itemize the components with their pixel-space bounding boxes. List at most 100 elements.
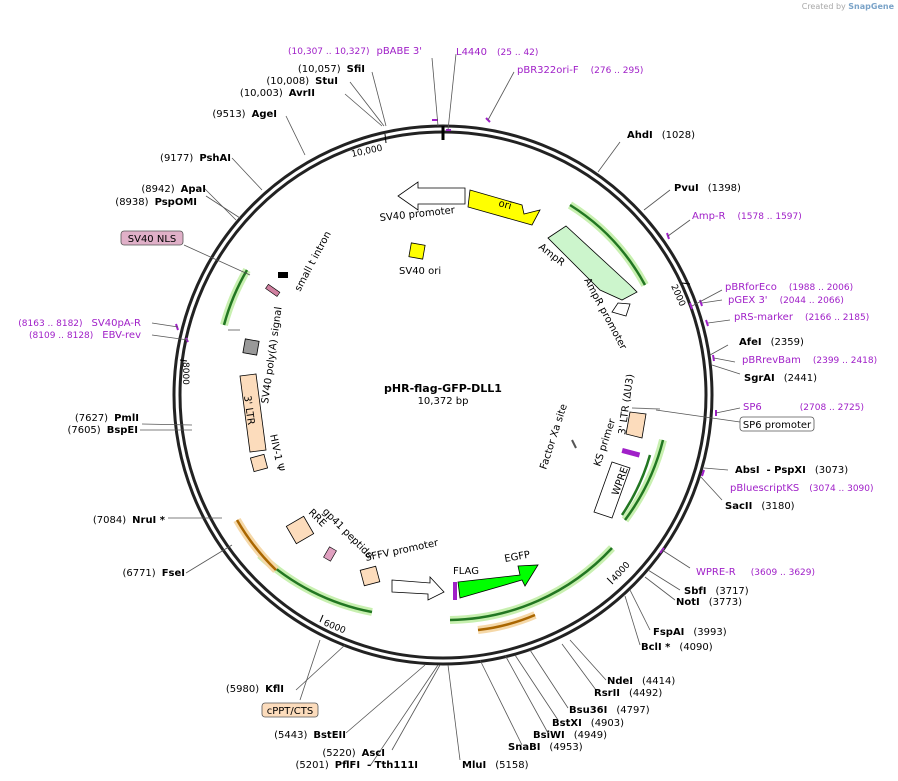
flag-egfp-arc [449,547,613,622]
enzyme-ndei[interactable]: NdeI [607,676,633,687]
enzyme-fspai-pos: (3993) [693,627,726,638]
svg-text:(10,003)AvrII: (10,003)AvrII [240,88,315,99]
enzyme-sacii[interactable]: SacII [725,501,752,512]
enzyme-sbfi[interactable]: SbfI [684,586,706,597]
ori-feature[interactable] [467,189,541,226]
svg-text:MluI(5158): MluI(5158) [462,760,529,771]
primer-pgex3-range: (2044 .. 2066) [780,296,844,306]
svg-text:SbfI(3717): SbfI(3717) [684,586,749,597]
orange-arc-left [235,519,277,571]
enzyme-pshai[interactable]: PshAI [199,153,231,164]
cppt-cts-label[interactable]: cPPT/CTS [267,706,313,717]
enzyme-mlui[interactable]: MluI [462,760,486,771]
enzyme-pflfi-pos: (5201) [296,760,329,771]
ks-primer-marker [621,447,641,458]
enzyme-pflfi-tth111i[interactable]: PflFI - Tth111I [335,760,418,771]
sv40-ori-feature[interactable] [408,242,426,260]
ampr-feature[interactable] [547,225,638,301]
small-t-intron-feature[interactable] [278,272,288,278]
primer-pbrforeco[interactable]: pBRforEco [725,282,777,293]
enzyme-pvui[interactable]: PvuI [674,183,699,194]
sffv-promoter-feature[interactable] [391,575,445,601]
enzyme-bsteii-pos: (5443) [274,730,307,741]
enzyme-sfii[interactable]: SfiI [347,64,365,75]
rre-feature[interactable] [285,515,315,545]
enzyme-bcli[interactable]: BclI * [641,642,671,653]
enzyme-stui-pos: (10,008) [266,76,309,87]
ltr-du3-feature[interactable] [625,411,647,439]
enzyme-rsrii[interactable]: RsrII [594,688,620,699]
primer-wpre-r[interactable]: WPRE-R [696,567,736,578]
enzyme-bsu36i[interactable]: Bsu36I [569,705,607,716]
enzyme-nrui[interactable]: NruI * [132,515,166,526]
hiv-psi-feature[interactable] [249,453,269,473]
cppt-cts-box [261,702,319,718]
primer-sp6[interactable]: SP6 [743,402,762,413]
plasmid-name: pHR-flag-GFP-DLL1 [384,382,502,395]
primer-pbrrevbam[interactable]: pBRrevBam [742,355,801,366]
primer-pbabe[interactable]: pBABE 3' [376,46,422,57]
enzyme-avrii[interactable]: AvrII [289,88,315,99]
primer-pgex3[interactable]: pGEX 3' [728,295,768,306]
primer-pbrforeco-range: (1988 .. 2006) [789,283,853,293]
svg-text:BclI *(4090): BclI *(4090) [641,642,713,653]
svg-text:(5980)KflI: (5980)KflI [226,684,284,695]
enzyme-kfli[interactable]: KflI [265,684,284,695]
enzyme-fsei[interactable]: FseI [162,568,185,579]
leader-lines [140,53,741,767]
primer-pbluescriptks[interactable]: pBluescriptKS [730,483,799,494]
sp6-feature [631,407,661,410]
enzyme-ahdi[interactable]: AhdI [627,130,653,141]
svg-text:L4440(25 .. 42): L4440(25 .. 42) [456,47,538,58]
enzyme-bsteii[interactable]: BstEII [313,730,346,741]
sv40-promoter-feature[interactable] [397,181,466,211]
enzyme-ndei-pos: (4414) [642,676,675,687]
enzyme-bsiwi[interactable]: BsiWI [533,730,565,741]
svg-text:NdeI(4414): NdeI (4414) [607,676,675,687]
hiv-psi-label: HIV-1 Ψ [267,433,286,472]
enzyme-asci-pos: (5220) [322,748,355,759]
enzyme-agei[interactable]: AgeI [252,109,277,120]
svg-text:(5443)BstEII: (5443) BstEII [274,730,346,741]
primer-amp-r[interactable]: Amp-R [692,211,726,222]
sp6-promoter-box [739,416,815,432]
svg-text:Amp-R(1578 .. 1597): Amp-R (1578 .. 1597) [692,211,802,222]
wpre-feature[interactable] [593,461,631,519]
enzyme-ahdi-pos: (1028) [662,130,695,141]
sv40-nls-feature[interactable] [265,283,281,297]
enzyme-sgrai[interactable]: SgrAI [744,373,775,384]
svg-text:pBluescriptKS(3074 .. 3090): pBluescriptKS(3074 .. 3090) [730,483,874,494]
enzyme-absi-pspxi[interactable]: AbsI - PspXI [735,465,806,476]
enzyme-afei[interactable]: AfeI [739,337,762,348]
gag-arc [259,554,373,614]
backbone [172,124,714,666]
enzyme-bstxi-pos: (4903) [591,718,624,729]
svg-text:(7627)PmlI: (7627)PmlI [75,413,139,424]
enzyme-apai[interactable]: ApaI [181,184,206,195]
primer-l4440[interactable]: L4440 [456,47,487,58]
primer-ebv-rev[interactable]: EBV-rev [102,330,141,341]
enzyme-pspomi[interactable]: PspOMI [155,197,197,208]
egfp-feature[interactable] [457,564,539,599]
svg-text:(10,008)StuI: (10,008) StuI [266,76,338,87]
primer-prs-marker[interactable]: pRS-marker [734,312,794,323]
gp41-feature[interactable] [323,546,337,562]
small-t-intron-label: small t intron [293,230,334,294]
enzyme-stui[interactable]: StuI [315,76,338,87]
sp6-promoter-label[interactable]: SP6 promoter [743,420,812,431]
sv40-nls-label[interactable]: SV40 NLS [128,234,177,245]
primer-sv40pa-r[interactable]: SV40pA-R [92,318,141,329]
enzyme-noti[interactable]: NotI [676,597,700,608]
enzyme-snabi[interactable]: SnaBI [508,742,540,753]
enzyme-pmli[interactable]: PmlI [114,413,139,424]
enzyme-bstxi[interactable]: BstXI [552,718,582,729]
sv40-polya-feature[interactable] [242,338,260,356]
enzyme-bspei[interactable]: BspEI [107,425,138,436]
ltr-3-feature[interactable] [239,373,267,453]
flag-feature[interactable] [453,582,457,600]
primer-pbr322ori[interactable]: pBR322ori-F [517,65,579,76]
enzyme-asci[interactable]: AscI [362,748,385,759]
enzyme-fspai[interactable]: FspAI [653,627,684,638]
primer-amp-r-range: (1578 .. 1597) [738,212,802,222]
ampr-promoter-feature[interactable] [611,302,631,317]
